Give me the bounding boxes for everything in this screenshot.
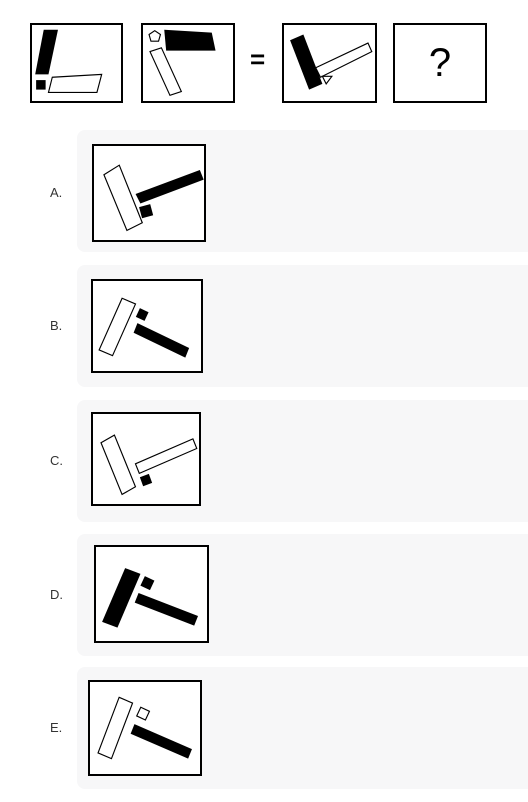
- option-d-shapes: [102, 568, 199, 628]
- option-b-figure[interactable]: [91, 279, 203, 373]
- option-e-label: E.: [50, 720, 63, 735]
- option-c-shapes: [100, 434, 198, 496]
- option-a-label: A.: [50, 185, 63, 200]
- option-c-figure[interactable]: [91, 412, 201, 506]
- question-figure-2: [141, 23, 235, 103]
- option-a-shapes: [103, 164, 204, 232]
- figure-2-shapes: [148, 29, 216, 97]
- option-e-figure[interactable]: [88, 680, 202, 776]
- question-figure-1: [30, 23, 123, 103]
- question-missing-figure: ?: [393, 23, 487, 103]
- figure-1-shapes: [35, 29, 103, 94]
- question-result-figure: [282, 23, 377, 103]
- question-mark: ?: [428, 40, 452, 85]
- result-figure-shapes: [290, 34, 373, 90]
- equals-sign: =: [250, 44, 266, 74]
- option-d-figure[interactable]: [94, 545, 209, 643]
- option-b-label: B.: [50, 318, 63, 333]
- option-c-label: C.: [50, 453, 63, 468]
- option-a-figure[interactable]: [92, 144, 206, 242]
- option-b-shapes: [98, 297, 190, 358]
- option-d-label: D.: [50, 587, 63, 602]
- option-e-shapes: [97, 696, 192, 760]
